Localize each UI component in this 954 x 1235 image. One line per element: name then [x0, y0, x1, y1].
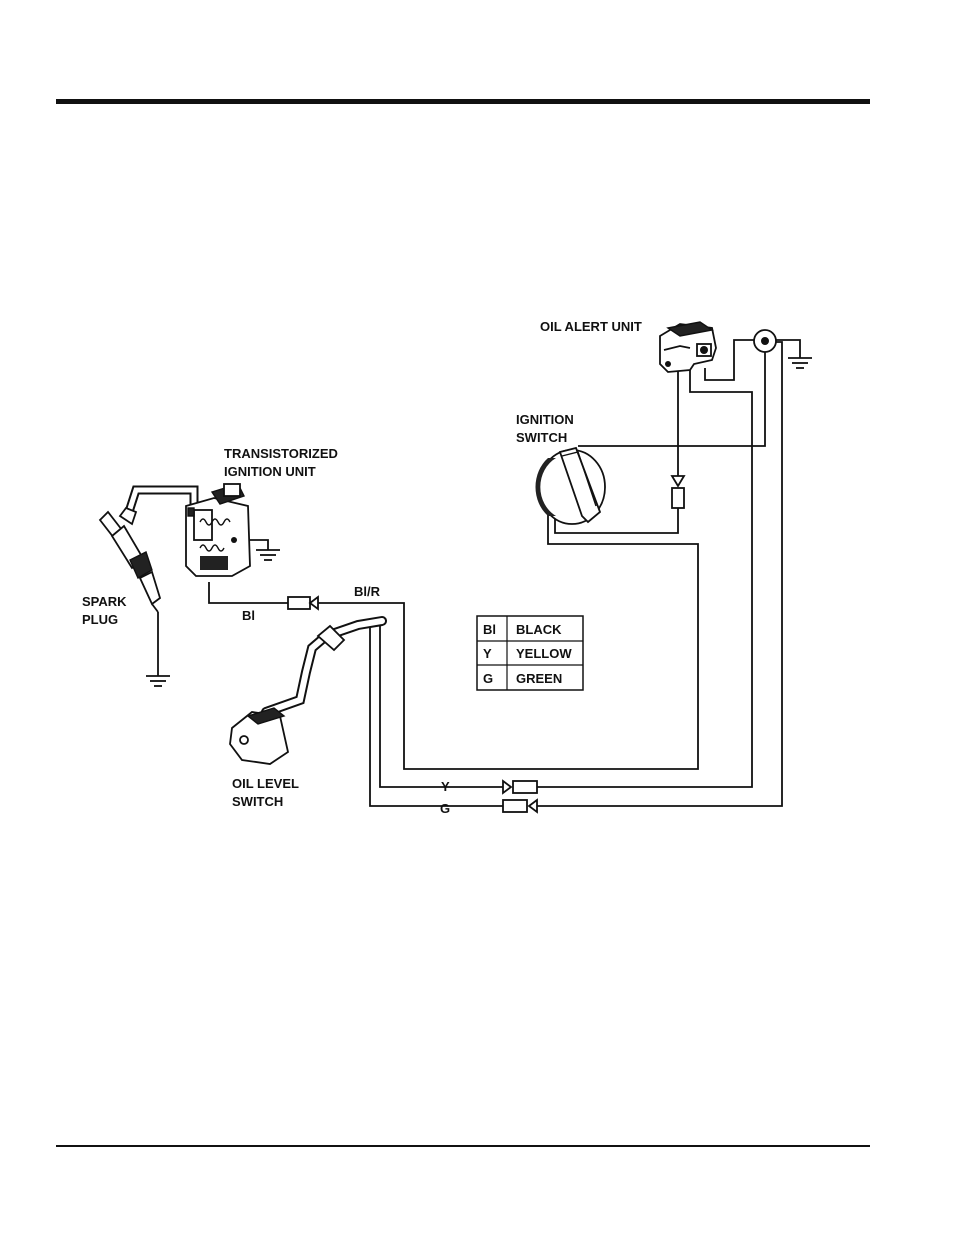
connector-g	[503, 800, 527, 812]
legend-color: BLACK	[516, 622, 562, 637]
component-labels: OIL ALERT UNIT IGNITION SWITCH TRANSISTO…	[82, 319, 642, 809]
ground-icon	[146, 676, 170, 686]
connector-bl	[288, 597, 310, 609]
label-transistorized-ignition-unit: TRANSISTORIZED	[224, 446, 338, 461]
ring-terminal-icon	[754, 330, 776, 352]
legend-code: Y	[483, 646, 492, 661]
legend-code: Bl	[483, 622, 496, 637]
ground-icon	[788, 358, 812, 368]
label-oil-alert-unit: OIL ALERT UNIT	[540, 319, 642, 334]
label-oil-level-switch: SWITCH	[232, 794, 283, 809]
label-transistorized-ignition-unit: IGNITION UNIT	[224, 464, 316, 479]
oil-level-switch-icon	[230, 626, 344, 764]
color-legend-table: Bl BLACK Y YELLOW G GREEN	[477, 616, 583, 690]
label-spark-plug: PLUG	[82, 612, 118, 627]
legend-color: GREEN	[516, 671, 562, 686]
label-ignition-switch: IGNITION	[516, 412, 574, 427]
wire-bl	[209, 582, 288, 603]
connector-vertical-arrow	[672, 476, 684, 486]
legend-color: YELLOW	[516, 646, 572, 661]
wire-label-bl: Bl	[242, 608, 255, 623]
label-spark-plug: SPARK	[82, 594, 127, 609]
ground-icon	[256, 550, 280, 560]
legend-code: G	[483, 671, 493, 686]
wire-label-bl-r: Bl/R	[354, 584, 381, 599]
ht-lead	[128, 490, 194, 515]
label-oil-level-switch: OIL LEVEL	[232, 776, 299, 791]
wire-label-y: Y	[441, 779, 450, 794]
ignition-switch-icon	[535, 448, 605, 524]
oil-alert-unit-icon	[660, 322, 716, 372]
wire-label-g: G	[440, 801, 450, 816]
label-ignition-switch: SWITCH	[516, 430, 567, 445]
connector-vertical	[672, 488, 684, 508]
connector-y	[513, 781, 537, 793]
connector-y-arrow	[503, 781, 511, 793]
